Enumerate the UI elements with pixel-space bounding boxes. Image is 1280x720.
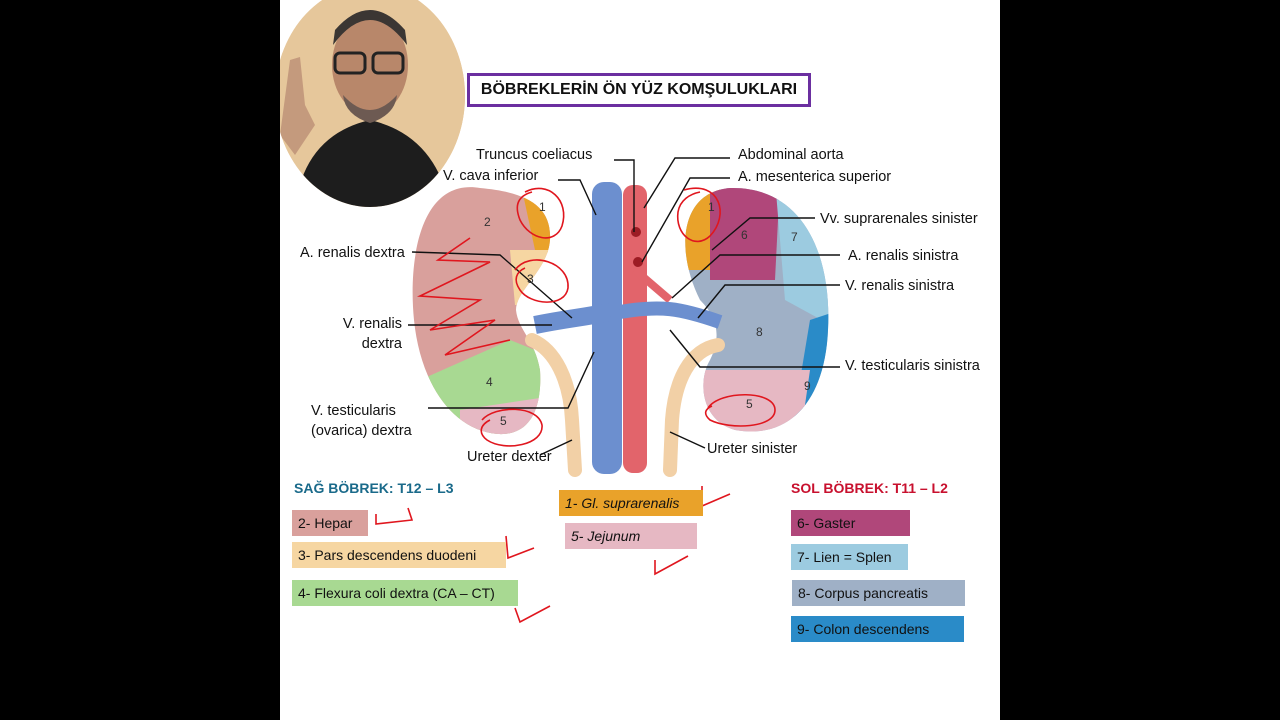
region-number-1-right: 1: [539, 200, 546, 214]
v-cava-inferior: [592, 182, 622, 474]
left-kidney-heading: SOL BÖBREK: T11 – L2: [791, 480, 948, 496]
label-abdominal-aorta: Abdominal aorta: [738, 146, 844, 164]
label-v-renalis-dextra-line1: V. renalis: [302, 315, 402, 333]
label-v-renalis-dextra-line2: dextra: [302, 335, 402, 353]
region-number-5-right: 5: [500, 414, 507, 428]
legend-item-colon-descendens: 9- Colon descendens: [791, 616, 964, 642]
legend-item-hepar: 2- Hepar: [292, 510, 368, 536]
region-number-6: 6: [741, 228, 748, 242]
label-ureter-dexter: Ureter dexter: [467, 448, 552, 466]
label-v-renalis-sinistra: V. renalis sinistra: [845, 277, 954, 295]
label-a-renalis-dextra: A. renalis dextra: [300, 244, 405, 262]
region-number-8: 8: [756, 325, 763, 339]
legend-item-gl-suprarenalis: 1- Gl. suprarenalis: [559, 490, 703, 516]
slide: BÖBREKLERİN ÖN YÜZ KOMŞULUKLARI: [280, 0, 1000, 720]
legend-item-corpus-pancreatis: 8- Corpus pancreatis: [792, 580, 965, 606]
legend-item-flexura-coli-dextra: 4- Flexura coli dextra (CA – CT): [292, 580, 518, 606]
legend-item-lien-splen: 7- Lien = Splen: [791, 544, 908, 570]
region-number-4: 4: [486, 375, 493, 389]
region-number-2: 2: [484, 215, 491, 229]
label-vv-suprarenales-sinister: Vv. suprarenales sinister: [820, 210, 978, 228]
region-number-9: 9: [804, 379, 811, 393]
label-a-renalis-sinistra: A. renalis sinistra: [848, 247, 958, 265]
label-v-testicularis-dextra-line2: (ovarica) dextra: [311, 422, 412, 440]
legend-item-jejunum: 5- Jejunum: [565, 523, 697, 549]
region-number-5-left: 5: [746, 397, 753, 411]
region-number-1-left: 1: [708, 200, 715, 214]
label-v-cava-inferior: V. cava inferior: [443, 167, 538, 185]
label-ureter-sinister: Ureter sinister: [707, 440, 797, 458]
region-number-3: 3: [527, 272, 534, 286]
label-v-testicularis-dextra-line1: V. testicularis: [311, 402, 396, 420]
right-kidney-heading: SAĞ BÖBREK: T12 – L3: [294, 480, 453, 496]
label-a-mesenterica-superior: A. mesenterica superior: [738, 168, 891, 186]
legend-item-pars-descendens-duodeni: 3- Pars descendens duodeni: [292, 542, 506, 568]
label-truncus-coeliacus: Truncus coeliacus: [476, 146, 592, 164]
legend-item-gaster: 6- Gaster: [791, 510, 910, 536]
region-number-7: 7: [791, 230, 798, 244]
label-v-testicularis-sinistra: V. testicularis sinistra: [845, 357, 980, 375]
